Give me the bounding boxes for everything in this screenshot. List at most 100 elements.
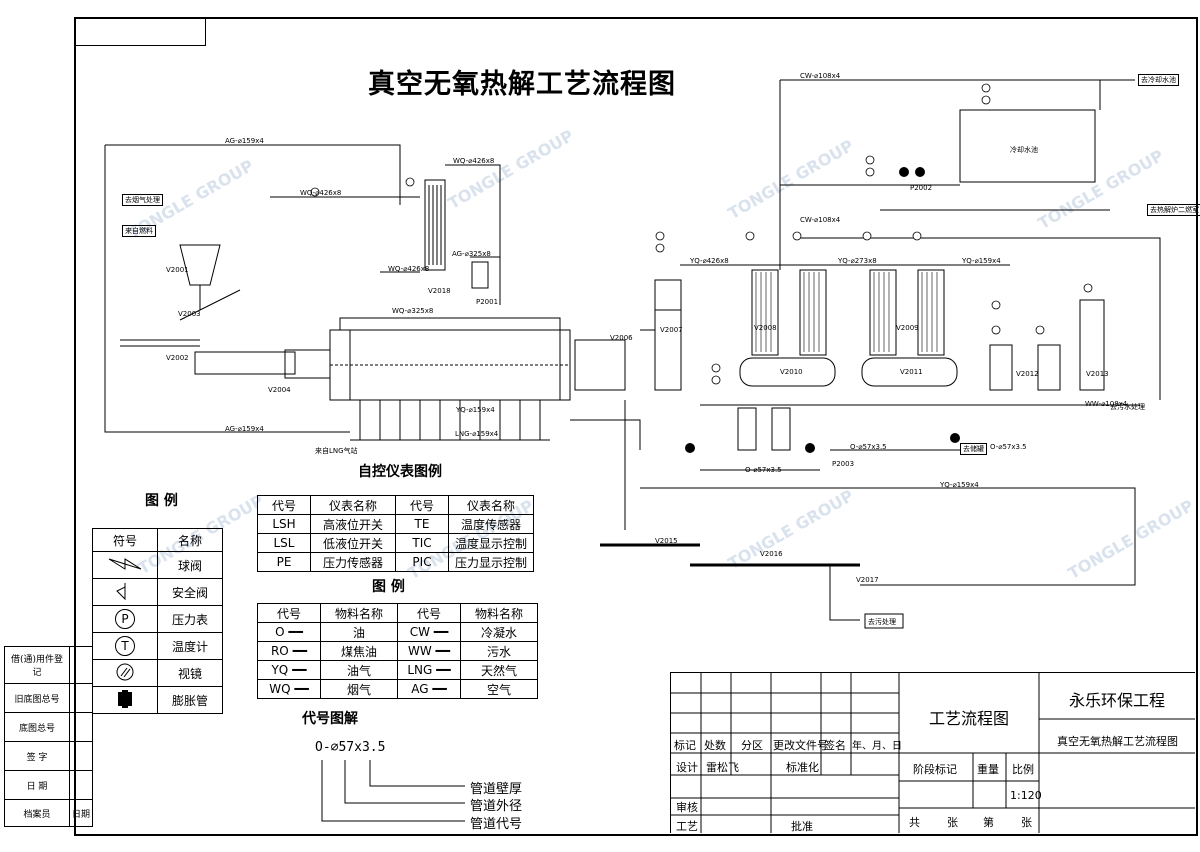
drawing-name: 工艺流程图: [929, 709, 1010, 728]
line-label: AG-⌀159x4: [225, 137, 264, 145]
table-row: O ━━油 CW ━━冷凝水: [257, 622, 538, 642]
equipment-tag: V2011: [900, 368, 923, 376]
line-label: O-⌀57x3.5: [745, 466, 782, 474]
strip-cell: 旧底图总号: [4, 683, 70, 713]
equipment-tag: V2006: [610, 334, 633, 342]
rev-header: 分区: [741, 739, 763, 752]
cell: RO ━━: [257, 641, 321, 661]
rev-header: 更改文件号: [773, 739, 828, 752]
col-header: 代号: [395, 495, 449, 515]
code-item: 管道壁厚: [470, 782, 523, 797]
page-title: 真空无氧热解工艺流程图: [368, 69, 676, 100]
designer-name: 雷松飞: [706, 761, 739, 774]
symbol-legend-title: 图 例: [145, 493, 178, 509]
pressure-gauge-icon: P: [92, 605, 158, 633]
equipment-tag: V2003: [178, 310, 201, 318]
cell: 温度传感器: [448, 514, 534, 534]
equipment-tag: V2012: [1016, 370, 1039, 378]
table-row: P 压力表: [92, 605, 223, 633]
stage-label: 阶段标记: [913, 763, 957, 776]
thermometer-icon: T: [92, 632, 158, 660]
col-header: 名称: [157, 528, 223, 552]
material-legend-title: 图 例: [372, 579, 405, 595]
equipment-tag: P2001: [476, 298, 499, 306]
weight-label: 重量: [977, 763, 999, 776]
outlet-label: 去冷却水池: [1138, 74, 1179, 86]
cell: 安全阀: [157, 578, 223, 606]
cell: PIC: [395, 552, 449, 572]
line-label: AG-⌀159x4: [225, 425, 264, 433]
line-label: WQ-⌀426x8: [453, 157, 495, 165]
rev-header: 处数: [704, 739, 726, 752]
line-label: WQ-⌀426x8: [300, 189, 342, 197]
strip-blank: [68, 683, 94, 713]
cell: 烟气: [320, 679, 398, 699]
equipment-tag: V2008: [754, 324, 777, 332]
line-label: WQ-⌀426x8: [388, 265, 430, 273]
line-label: CW-⌀108x4: [800, 216, 841, 224]
strip-cell: 档案员: [4, 799, 70, 827]
instrument-legend-title: 自控仪表图例: [358, 464, 442, 480]
table-row: 球阀: [92, 551, 223, 579]
equipment-tag: V2010: [780, 368, 803, 376]
rev-header: 标记: [674, 739, 696, 752]
cell: CW ━━: [397, 622, 461, 642]
equipment-tag: P2002: [910, 184, 933, 192]
table-row: T 温度计: [92, 632, 223, 660]
line-label: O-⌀57x3.5: [850, 443, 887, 451]
cell: TE: [395, 514, 449, 534]
title-block-grid: [671, 673, 1195, 833]
strip-cell: 签 字: [4, 741, 70, 771]
line-label: YQ-⌀159x4: [940, 481, 979, 489]
gauge-glyph: P: [115, 609, 135, 629]
outlet-label: 去热解炉二燃室: [1147, 204, 1200, 216]
table-row: 视镜: [92, 659, 223, 687]
equipment-tag: V2013: [1086, 370, 1109, 378]
symbol-legend-table: 符号 名称 球阀 安全阀 P 压力表 T 温度计 视镜 膨胀管: [92, 528, 223, 714]
table-row: 膨胀管: [92, 686, 223, 714]
material-legend-table: 代号 物料名称 代号 物料名称 O ━━油 CW ━━冷凝水 RO ━━煤焦油 …: [257, 603, 538, 699]
strip-blank: [68, 712, 94, 742]
cell: AG ━━: [397, 679, 461, 699]
thermo-glyph: T: [115, 636, 135, 656]
equipment-tag: V2015: [655, 537, 678, 545]
rev-header: 签名: [824, 739, 846, 752]
cell: 冷凝水: [460, 622, 538, 642]
equipment-tag: V2007: [660, 326, 683, 334]
ball-valve-icon: [92, 551, 158, 579]
outer-border: [74, 17, 1198, 836]
cell: 球阀: [157, 551, 223, 579]
top-left-stamp-box: [74, 17, 206, 46]
expansion-joint-icon: [92, 686, 158, 714]
outlet-label: 去污水处理: [1110, 403, 1145, 411]
left-registration-strip: 借(通)用件登记 旧底图总号 底图总号 签 字 日 期 档案员日期: [4, 646, 94, 827]
table-row: YQ ━━油气 LNG ━━天然气: [257, 660, 538, 680]
equipment-tag: V2009: [896, 324, 919, 332]
line-label: LNG-⌀159x4: [455, 430, 499, 438]
code-item: 管道代号: [470, 817, 523, 832]
line-label: WW-⌀108x4: [1085, 400, 1128, 408]
design-label: 设计: [676, 761, 698, 774]
rev-header: 年、月、日: [852, 741, 902, 752]
cell: YQ ━━: [257, 660, 321, 680]
cell: LNG ━━: [397, 660, 461, 680]
outlet-label: 去储罐: [960, 443, 987, 455]
table-row: RO ━━煤焦油 WW ━━污水: [257, 641, 538, 661]
line-label: YQ-⌀273x8: [838, 257, 877, 265]
equipment-tag: V2016: [760, 550, 783, 558]
strip-cell: 日 期: [4, 770, 70, 800]
review-label: 审核: [676, 801, 698, 814]
col-header: 仪表名称: [310, 495, 396, 515]
strip-cell: 日期: [68, 799, 94, 827]
strip-blank: [68, 741, 94, 771]
cell: 低液位开关: [310, 533, 396, 553]
cell: 空气: [460, 679, 538, 699]
line-label: YQ-⌀426x8: [690, 257, 729, 265]
strip-cell: 底图总号: [4, 712, 70, 742]
line-label: WQ-⌀325x8: [392, 307, 434, 315]
